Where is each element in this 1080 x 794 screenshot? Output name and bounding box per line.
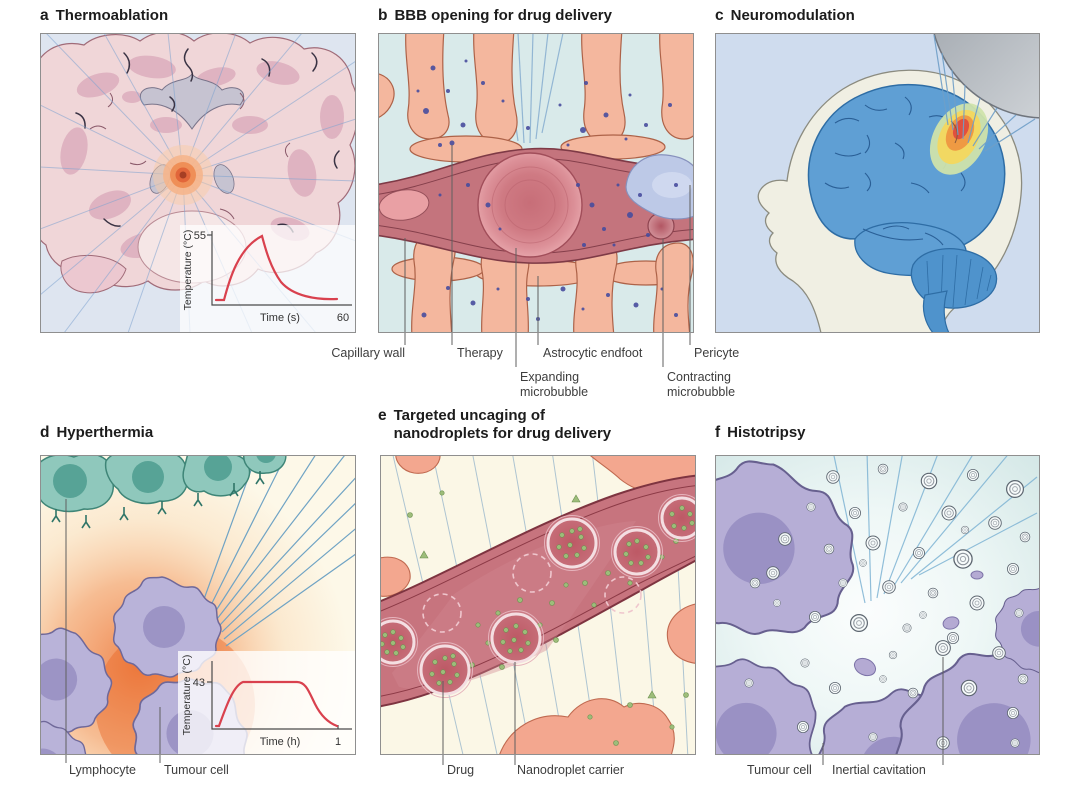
panel-b-title: b BBB opening for drug delivery — [378, 7, 612, 25]
panel-d-frame — [40, 455, 356, 755]
pericyte — [625, 154, 694, 220]
sulci-lines — [89, 92, 291, 220]
ytick-55: 55 — [194, 230, 206, 242]
lymphocyte-cells — [40, 455, 287, 529]
temperature-curve — [214, 234, 339, 302]
drug-particles — [407, 490, 689, 746]
panel-a-frame — [40, 33, 356, 333]
label-nanodroplet-carrier: Nanodroplet carrier — [517, 763, 624, 777]
panel-d-title-text: Hyperthermia — [56, 424, 154, 441]
inset-temperature-chart-a: 55 Temperature (°C) Time (s) 60 — [180, 225, 356, 333]
panel-f-letter: f — [715, 424, 721, 441]
y-axis-label: Temperature (°C) — [182, 230, 194, 311]
label-astrocytic-endfoot: Astrocytic endfoot — [543, 346, 643, 360]
label-inertial-cavitation: Inertial cavitation — [832, 763, 926, 777]
panel-f-title-text: Histotripsy — [727, 424, 806, 441]
panel-f-title: f Histotripsy — [715, 424, 806, 442]
panel-f-frame — [715, 455, 1040, 755]
ultrasound-transducer — [933, 33, 1040, 119]
panel-c-title: c Neuromodulation — [715, 7, 855, 25]
panel-b-letter: b — [378, 7, 388, 24]
leader-lines — [442, 662, 516, 765]
label-drug: Drug — [447, 763, 475, 777]
panel-e-title-text: Targeted uncaging of nanodroplets for dr… — [393, 407, 612, 442]
panel-a-title-text: Thermoablation — [55, 7, 169, 24]
panel-b-title-text: BBB opening for drug delivery — [394, 7, 612, 24]
label-lymphocyte: Lymphocyte — [69, 763, 136, 777]
dark-sulci-lines — [75, 48, 340, 233]
red-blood-cell — [378, 189, 430, 221]
panel-e-letter: e — [378, 407, 387, 424]
label-expanding-microbubble: Expanding microbubble — [520, 370, 589, 399]
temperature-curve — [214, 680, 339, 728]
panel-d-illustration: 43 Temperature (°C) Time (h) 1 — [40, 455, 356, 763]
panel-f-illustration — [715, 455, 1040, 765]
label-therapy: Therapy — [457, 346, 503, 360]
panel-c-frame — [715, 33, 1040, 333]
label-capillary-wall: Capillary wall — [331, 346, 405, 360]
label-pericyte: Pericyte — [694, 346, 740, 360]
therapy-dots — [416, 59, 678, 321]
label-contracting-microbubble: Contracting microbubble — [667, 370, 736, 399]
xtick-1: 1 — [335, 736, 341, 748]
panel-e-title: e Targeted uncaging of nanodroplets for … — [378, 407, 630, 443]
x-axis-label: Time (s) — [260, 312, 300, 324]
panel-b-frame — [378, 33, 694, 333]
panel-d-title: d Hyperthermia — [40, 424, 153, 442]
ablation-focal-spot — [153, 145, 213, 205]
brainstem — [922, 290, 950, 333]
panel-b-illustration — [378, 33, 694, 367]
ytick-43: 43 — [193, 677, 205, 689]
leader-lines — [65, 499, 161, 763]
label-tumour-cell-d: Tumour cell — [164, 763, 229, 777]
panel-c-letter: c — [715, 7, 724, 24]
x-axis-label: Time (h) — [260, 736, 301, 748]
panel-c-title-text: Neuromodulation — [730, 7, 855, 24]
panel-a-illustration: 55 Temperature (°C) Time (s) 60 — [40, 33, 356, 333]
uncaged-droplet-ghosts — [422, 553, 642, 633]
leader-lines — [404, 145, 691, 367]
panel-a-letter: a — [40, 7, 49, 24]
ultrasound-beams — [933, 34, 1036, 152]
label-tumour-cell-f: Tumour cell — [747, 763, 812, 777]
panel-a-title: a Thermoablation — [40, 7, 168, 25]
panel-e-illustration — [380, 455, 696, 765]
y-axis-label: Temperature (°C) — [181, 655, 193, 736]
ultrasound-beams — [195, 455, 356, 647]
panel-c-illustration — [715, 33, 1040, 333]
inset-temperature-chart-d: 43 Temperature (°C) Time (h) 1 — [178, 651, 356, 755]
panel-d-letter: d — [40, 424, 50, 441]
nanodroplet-carriers — [380, 494, 696, 698]
panel-e-frame — [380, 455, 696, 755]
expanding-microbubble — [477, 152, 583, 258]
xtick-60: 60 — [337, 312, 349, 324]
